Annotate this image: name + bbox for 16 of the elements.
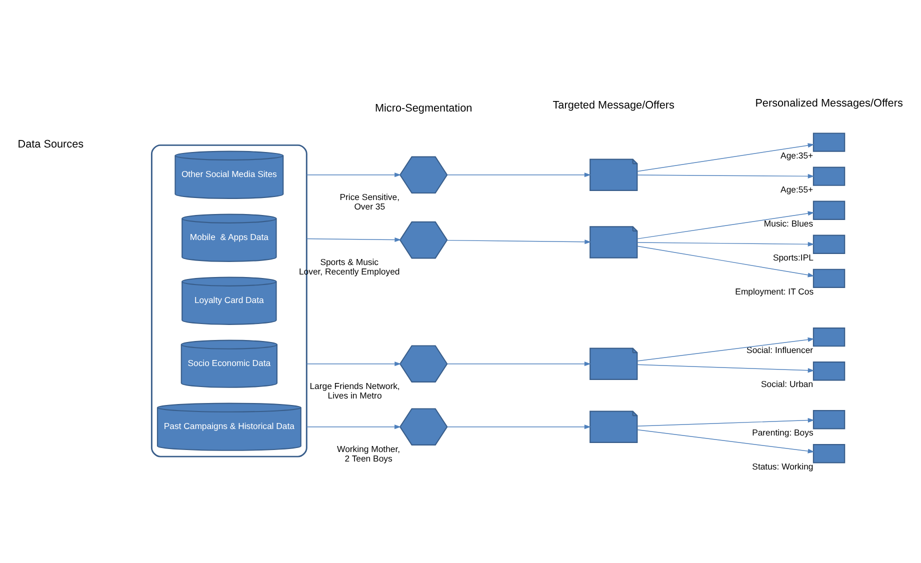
node-label: Working Mother, 2 Teen Boys	[337, 444, 400, 464]
node-label: Social: Urban	[761, 379, 814, 390]
node-label: Status: Working	[752, 462, 814, 472]
label: Micro-Segmentation	[374, 102, 472, 115]
node-label: Sports:IPL	[772, 252, 814, 262]
node-label: Age:55+	[780, 184, 814, 194]
node-label: Music: Blues	[764, 218, 814, 228]
label: Personalized Messages/Offers	[755, 97, 903, 110]
node-label: Price Sensitive, Over 35	[340, 192, 400, 212]
label: Targeted Message/Offers	[552, 100, 674, 112]
node-label: Age:35+	[780, 150, 814, 160]
label: Data Sources	[18, 138, 84, 151]
node-label: Employment: IT Cos	[735, 286, 814, 296]
node-label: Parenting: Boys	[752, 428, 814, 438]
node-label: Social: Influencer	[746, 345, 814, 356]
node-label: Large Friends Network, Lives in Metro	[310, 380, 400, 400]
